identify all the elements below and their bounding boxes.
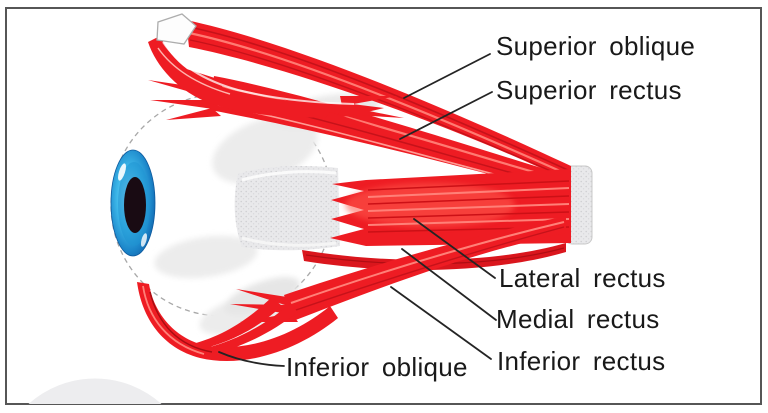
lateral-rectus-muscle xyxy=(234,166,571,251)
leader-medial-rectus xyxy=(401,248,497,321)
label-inferior-oblique: Inferior oblique xyxy=(286,352,468,382)
leader-superior-oblique xyxy=(403,53,491,99)
leader-lateral-rectus xyxy=(413,218,496,279)
pupil xyxy=(124,177,146,233)
superior-oblique-muscle xyxy=(148,20,571,182)
label-superior-oblique: Superior oblique xyxy=(496,31,695,61)
trochlea xyxy=(156,13,197,45)
label-lateral-rectus: Lateral rectus xyxy=(499,263,666,293)
leader-superior-rectus xyxy=(399,91,493,140)
label-medial-rectus: Medial rectus xyxy=(496,304,660,334)
leader-lines xyxy=(218,53,497,367)
lateral-rectus-tendon xyxy=(234,166,340,251)
watermark-arc xyxy=(28,378,162,404)
leader-inferior-rectus xyxy=(390,286,492,360)
iris xyxy=(110,149,156,257)
leader-inferior-oblique xyxy=(218,351,285,367)
label-inferior-rectus: Inferior rectus xyxy=(497,346,665,376)
inferior-oblique-muscle xyxy=(137,282,338,362)
label-superior-rectus: Superior rectus xyxy=(496,75,682,105)
